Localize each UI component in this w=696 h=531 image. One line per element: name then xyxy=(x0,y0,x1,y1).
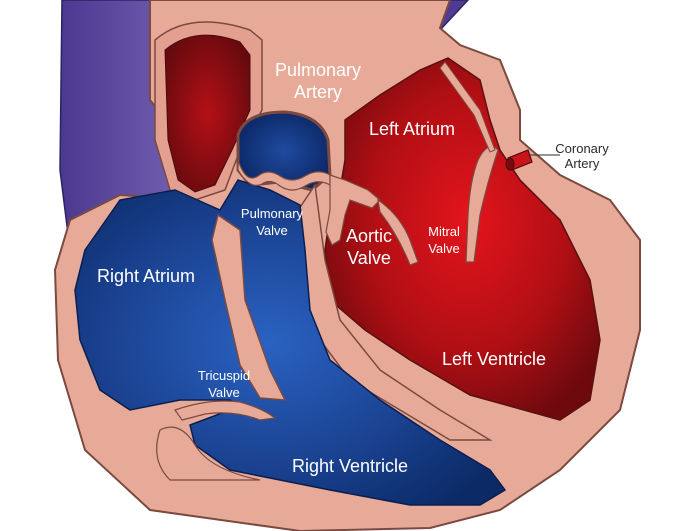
coronary-artery-label-line2: Artery xyxy=(565,156,600,171)
right-atrium-label: Right Atrium xyxy=(97,266,195,286)
pulmonary-artery-label-line1: Pulmonary xyxy=(275,60,361,80)
pulmonary-artery-label-line2: Artery xyxy=(294,82,342,102)
pulmonary-valve-label-line1: Pulmonary xyxy=(241,206,304,221)
pulmonary-valve-label-line2: Valve xyxy=(256,223,288,238)
aortic-valve-label-line2: Valve xyxy=(347,248,391,268)
left-ventricle-label: Left Ventricle xyxy=(442,349,546,369)
mitral-valve-label-line2: Valve xyxy=(428,241,460,256)
tricuspid-valve-label-line2: Valve xyxy=(208,385,240,400)
pulmonary-trunk-lumen xyxy=(236,110,332,192)
mitral-valve-label-line1: Mitral xyxy=(428,224,460,239)
aortic-valve-structure xyxy=(325,174,381,246)
tricuspid-valve-leaflet xyxy=(174,400,277,421)
tricuspid-valve-label-line1: Tricuspid xyxy=(198,368,250,383)
right-atrioventricular-wall xyxy=(211,213,287,401)
lower-myocardium xyxy=(156,426,261,481)
right-heart-chamber xyxy=(74,179,507,506)
aorta-lumen xyxy=(164,34,251,193)
left-atrium-wall xyxy=(439,61,496,153)
coronary-artery-icon xyxy=(505,149,560,171)
left-atrium-label: Left Atrium xyxy=(369,119,455,139)
coronary-artery-label-line1: Coronary xyxy=(555,141,609,156)
right-ventricle-label: Right Ventricle xyxy=(292,456,408,476)
aortic-valve-label-line1: Aortic xyxy=(346,226,392,246)
